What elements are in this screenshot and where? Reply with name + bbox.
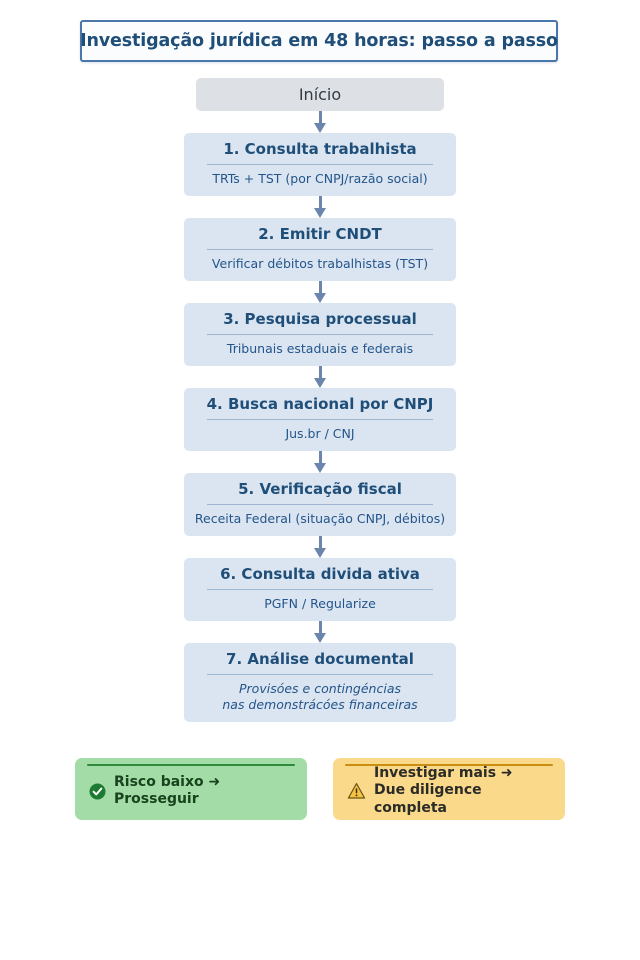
outcome-low-risk: Risco baixo ➜ Prosseguir [75,758,307,820]
page-title-box: Investigação jurídica em 48 horas: passo… [80,20,558,62]
flow-node-step-4: 4. Busca nacional por CNPJ Jus.br / CNJ [184,388,456,451]
step-divider [207,248,433,250]
outcome-label-line-1: Risco baixo ➜ Prosseguir [114,773,221,808]
arrow-shaft [318,111,322,124]
connector-arrow-4 [311,451,329,473]
start-label: Início [298,85,342,104]
connector-arrow-0 [311,111,329,133]
step-title: 4. Busca nacional por CNPJ [206,395,434,413]
flow-node-step-1: 1. Consulta trabalhista TRTs + TST (por … [184,133,456,196]
arrow-head-down-icon [313,293,326,303]
flow-node-step-7: 7. Análise documental Provisóes e contin… [184,643,456,723]
arrow-head-down-icon [313,208,326,218]
outcome-accent-line [345,764,553,766]
step-divider [207,333,433,335]
step-subtitle: PGFN / Regularize [264,595,376,611]
arrow-head-down-icon [313,548,326,558]
arrow-shaft [318,281,322,294]
step-subtitle: Jus.br / CNJ [285,425,355,441]
step-subtitle-line-2: nas demonstrácóes financeiras [222,697,418,712]
flow-node-step-3: 3. Pesquisa processual Tribunais estadua… [184,303,456,366]
check-circle-icon [89,783,106,799]
arrow-head-down-icon [313,123,326,133]
step-subtitle-line-1: Provisóes e contingéncias [239,680,401,696]
flow-node-step-2: 2. Emitir CNDT Verificar débitos trabalh… [184,218,456,281]
step-title: 6. Consulta divida ativa [220,565,420,583]
connector-arrow-3 [311,366,329,388]
step-divider [207,673,433,675]
step-divider [207,418,433,420]
step-divider [207,588,433,590]
step-subtitle: Tribunais estaduais e federais [226,340,414,356]
arrow-shaft [318,196,322,209]
arrow-shaft [318,451,322,464]
outcome-row: Risco baixo ➜ Prosseguir Investigar mais… [0,758,640,820]
outcome-label-line-2: Due diligence completa [374,782,482,816]
flow-node-step-6: 6. Consulta divida ativa PGFN / Regulari… [184,558,456,621]
arrow-shaft [318,621,322,634]
page-title: Investigação jurídica em 48 horas: passo… [80,31,558,51]
arrow-shaft [318,366,322,379]
arrow-head-down-icon [313,463,326,473]
flow-node-start: Início [196,78,444,111]
arrow-shaft [318,536,322,549]
step-title: 3. Pesquisa processual [223,310,417,328]
step-title: 2. Emitir CNDT [258,225,382,243]
step-title: 7. Análise documental [226,650,414,668]
step-divider [207,163,433,165]
connector-arrow-1 [311,196,329,218]
arrow-head-down-icon [313,633,326,643]
step-subtitle: TRTs + TST (por CNPJ/razão social) [212,170,428,186]
step-subtitle: Receita Federal (situação CNPJ, débitos) [194,510,446,526]
warning-triangle-icon [347,783,366,799]
step-title: 5. Verificação fiscal [238,480,402,498]
step-divider [207,503,433,505]
outcome-label-line-1: Investigar mais ➜ [374,764,513,781]
connector-arrow-6 [311,621,329,643]
outcome-accent-line [87,764,295,766]
connector-arrow-5 [311,536,329,558]
step-subtitle: Verificar débitos trabalhistas (TST) [211,255,429,271]
flow-node-step-5: 5. Verificação fiscal Receita Federal (s… [184,473,456,536]
flow-column: Início 1. Consulta trabalhista TRTs + TS… [0,78,640,723]
outcome-investigate-more: Investigar mais ➜ Due diligence completa [333,758,565,820]
step-title: 1. Consulta trabalhista [223,140,417,158]
connector-arrow-2 [311,281,329,303]
arrow-head-down-icon [313,378,326,388]
